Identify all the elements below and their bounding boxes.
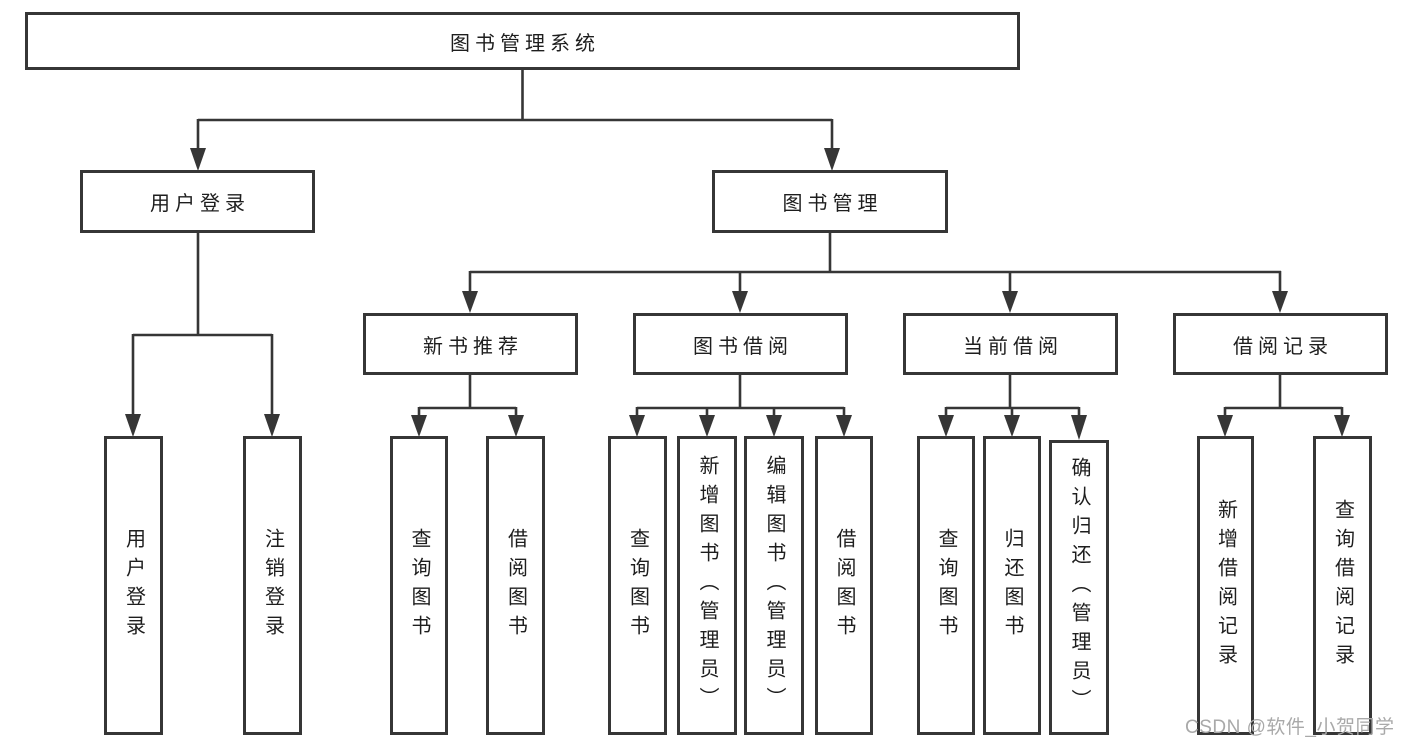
- node-user-login: 用户登录: [80, 170, 315, 233]
- leaf-rec-add-label: 新增借阅记录: [1214, 498, 1237, 673]
- node-new-book: 新书推荐: [363, 313, 578, 375]
- node-book-mgmt: 图书管理: [712, 170, 948, 233]
- leaf-borrow-edit: 编辑图书（管理员）: [744, 436, 804, 735]
- leaf-user-login: 用户登录: [104, 436, 163, 735]
- connector-user-login-branch: [125, 233, 280, 437]
- node-current-borrow-label: 当前借阅: [963, 335, 1063, 358]
- leaf-user-login-label: 用户登录: [122, 527, 145, 644]
- connector-current-borrow-branch: [938, 375, 1087, 440]
- leaf-cur-query: 查询图书: [917, 436, 975, 735]
- node-root-label: 图书管理系统: [450, 32, 600, 55]
- node-borrow-record-label: 借阅记录: [1233, 335, 1333, 358]
- leaf-cur-confirm-label: 确认归还（管理员）: [1068, 457, 1090, 718]
- leaf-borrow-add-label: 新增图书（管理员）: [696, 455, 718, 716]
- leaf-new-query: 查询图书: [390, 436, 448, 735]
- connector-book-borrow-branch: [629, 375, 852, 437]
- leaf-borrow-edit-label: 编辑图书（管理员）: [763, 455, 785, 716]
- leaf-cur-query-label: 查询图书: [935, 527, 957, 644]
- leaf-rec-add: 新增借阅记录: [1197, 436, 1254, 735]
- leaf-rec-query-label: 查询借阅记录: [1331, 498, 1354, 673]
- leaf-cur-confirm: 确认归还（管理员）: [1049, 440, 1109, 735]
- connector-root-to-level2: [190, 70, 840, 171]
- leaf-cur-return: 归还图书: [983, 436, 1041, 735]
- leaf-borrow-query: 查询图书: [608, 436, 667, 735]
- leaf-new-borrow: 借阅图书: [486, 436, 545, 735]
- node-book-borrow: 图书借阅: [633, 313, 848, 375]
- node-book-borrow-label: 图书借阅: [693, 335, 793, 358]
- leaf-new-borrow-label: 借阅图书: [504, 527, 527, 644]
- leaf-borrow-do: 借阅图书: [815, 436, 873, 735]
- leaf-new-query-label: 查询图书: [408, 527, 430, 644]
- node-current-borrow: 当前借阅: [903, 313, 1118, 375]
- leaf-borrow-do-label: 借阅图书: [833, 527, 855, 644]
- leaf-cur-return-label: 归还图书: [1001, 527, 1023, 644]
- leaf-logout-label: 注销登录: [261, 527, 284, 644]
- watermark: CSDN @软件_小贺同学: [1185, 717, 1395, 738]
- leaf-borrow-query-label: 查询图书: [626, 527, 649, 644]
- connector-new-book-branch: [411, 375, 524, 437]
- leaf-borrow-add: 新增图书（管理员）: [677, 436, 737, 735]
- node-root: 图书管理系统: [25, 12, 1020, 70]
- leaf-rec-query: 查询借阅记录: [1313, 436, 1372, 735]
- node-new-book-label: 新书推荐: [423, 335, 523, 358]
- leaf-logout: 注销登录: [243, 436, 302, 735]
- node-user-login-label: 用户登录: [150, 193, 250, 215]
- node-book-mgmt-label: 图书管理: [782, 193, 883, 215]
- connector-book-mgmt-branch: [462, 233, 1288, 313]
- connector-borrow-record-branch: [1217, 375, 1350, 437]
- node-borrow-record: 借阅记录: [1173, 313, 1388, 375]
